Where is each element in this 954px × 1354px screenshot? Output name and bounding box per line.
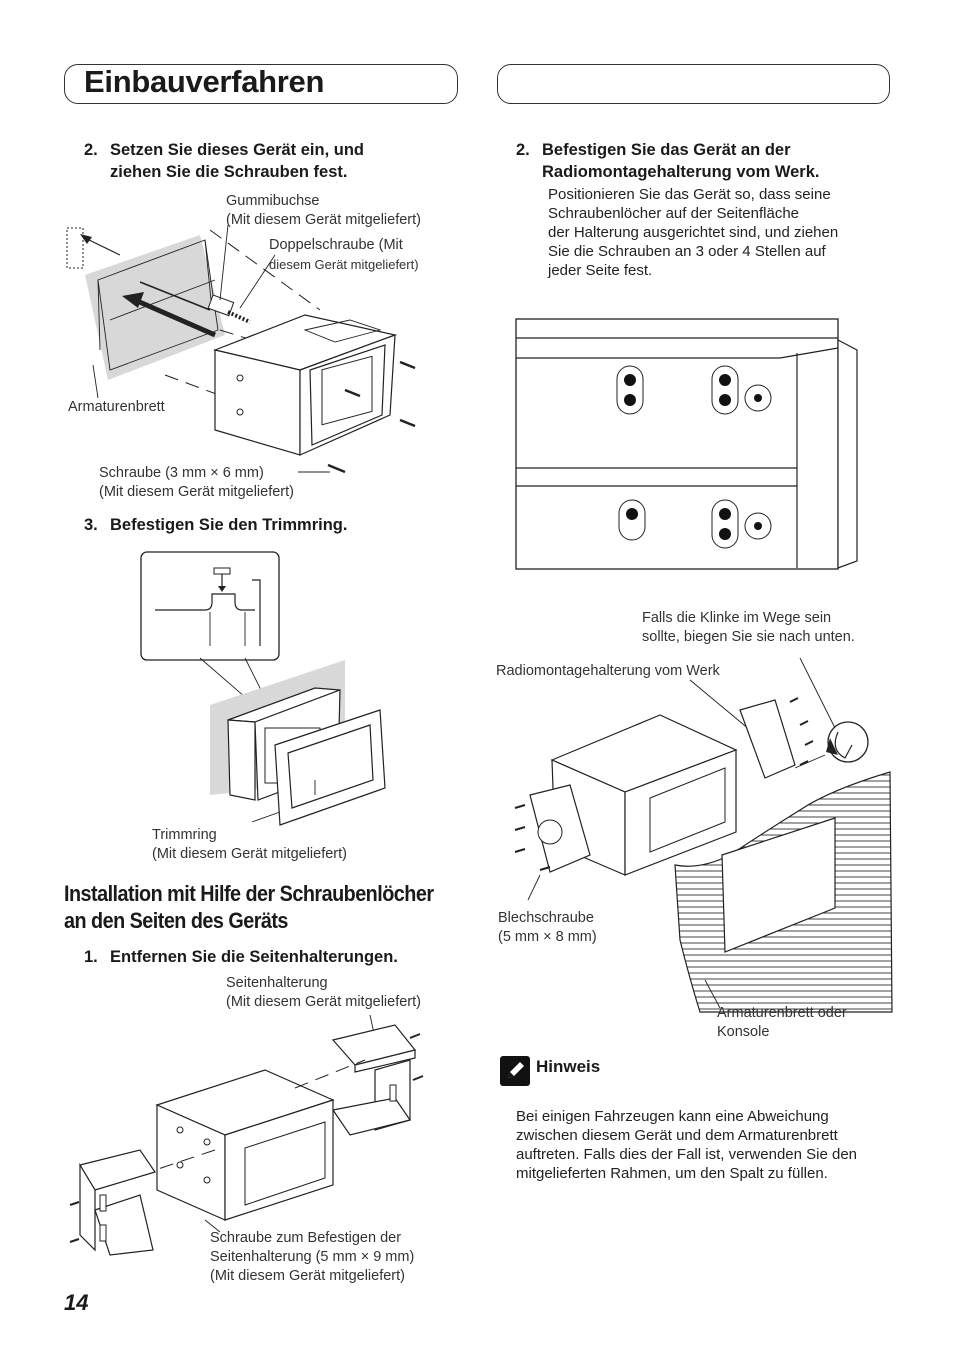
label-line: (Mit diesem Gerät mitgeliefert) (226, 212, 421, 228)
label-klinke: Falls die Klinke im Wege sein sollte, bi… (642, 609, 855, 647)
figure-trim-ring (140, 551, 386, 826)
step-number: 2. (84, 141, 98, 159)
section-heading: Installation mit Hilfe der Schraubenlöch… (64, 880, 451, 934)
label-line: Falls die Klinke im Wege sein (642, 610, 832, 626)
label-line: Konsole (717, 1024, 770, 1040)
label-line: (5 mm × 8 mm) (498, 929, 597, 945)
label-gummibuchse: Gummibuchse (Mit diesem Gerät mitgeliefe… (226, 192, 421, 230)
label-doppelschraube: Doppelschraube (Mit diesem Gerät mitgeli… (269, 236, 419, 274)
label-line: (Mit diesem Gerät mitgeliefert) (210, 1268, 405, 1284)
left-step-1: 1. Entfernen Sie die Seitenhalterungen. (84, 947, 464, 969)
label-line: Gummibuchse (226, 193, 320, 209)
label-armaturenbrett: Armaturenbrett (68, 399, 165, 415)
step-text-line1: Befestigen Sie das Gerät an der (542, 141, 791, 159)
label-schraube: Schraube (3 mm × 6 mm) (Mit diesem Gerät… (99, 464, 294, 502)
label-line: Schraube (3 mm × 6 mm) (99, 465, 264, 481)
step-text-line2: Radiomontagehalterung vom Werk. (542, 163, 820, 181)
label-line: Armaturenbrett oder (717, 1005, 847, 1021)
label-blechschraube: Blechschraube (5 mm × 8 mm) (498, 909, 597, 947)
step-text-line1: Entfernen Sie die Seitenhalterungen. (110, 948, 398, 966)
step-number: 3. (84, 516, 98, 534)
desc-line: Positionieren Sie das Gerät so, dass sei… (548, 186, 831, 203)
figure-factory-bracket (514, 657, 893, 1013)
heading-line: Installation mit Hilfe der Schraubenlöch… (64, 881, 434, 906)
label-line: (Mit diesem Gerät mitgeliefert) (99, 484, 294, 500)
figure-insert-unit (66, 224, 416, 474)
label-seitenhalterung: Seitenhalterung (Mit diesem Gerät mitgel… (226, 974, 421, 1012)
desc-line: der Halterung ausgerichtet sind, und zie… (548, 224, 839, 241)
label-line: Blechschraube (498, 910, 594, 926)
header-empty-box (497, 64, 890, 104)
label-armaturenbrett-konsole: Armaturenbrett oder Konsole (717, 1004, 847, 1042)
label-line: Trimmring (152, 827, 217, 843)
label-line: Seitenhalterung (226, 975, 328, 991)
step-number: 1. (84, 948, 98, 966)
step-number: 2. (516, 141, 530, 159)
right-step-description: Positionieren Sie das Gerät so, dass sei… (548, 185, 888, 280)
note-line: auftreten. Falls dies der Fall ist, verw… (516, 1146, 858, 1163)
note-line: Bei einigen Fahrzeugen kann eine Abweich… (516, 1108, 829, 1125)
label-line: Schraube zum Befestigen der (210, 1230, 402, 1246)
figure-side-brackets (69, 1014, 424, 1256)
page-title: Einbauverfahren (84, 64, 325, 99)
figure-bracket-holes (515, 318, 858, 570)
label-trimmring: Trimmring (Mit diesem Gerät mitgeliefert… (152, 826, 347, 864)
left-step-2: 2. Setzen Sie dieses Gerät ein, und zieh… (84, 140, 464, 184)
desc-line: jeder Seite fest. (548, 262, 653, 279)
step-text-line1: Setzen Sie dieses Gerät ein, und (110, 141, 365, 159)
note-line: zwischen diesem Gerät und dem Armaturenb… (516, 1127, 838, 1144)
right-step-2: 2. Befestigen Sie das Gerät an der Radio… (516, 140, 896, 184)
heading-line: an den Seiten des Geräts (64, 908, 288, 933)
note-title: Hinweis (536, 1057, 601, 1076)
step-text-line1: Befestigen Sie den Trimmring. (110, 516, 348, 534)
label-line: Seitenhalterung (5 mm × 9 mm) (210, 1249, 415, 1265)
label-schraube-seitenhalterung: Schraube zum Befestigen der Seitenhalter… (210, 1229, 414, 1286)
note-line: mitgelieferten Rahmen, um den Spalt zu f… (516, 1165, 828, 1182)
note-pencil-icon (500, 1056, 530, 1086)
label-line: Doppelschraube (Mit (269, 237, 403, 253)
label-line: (Mit diesem Gerät mitgeliefert) (152, 846, 347, 862)
label-line: sollte, biegen Sie sie nach unten. (642, 629, 855, 645)
page-number: 14 (64, 1290, 89, 1315)
header-title-box (64, 64, 458, 104)
note-text: Bei einigen Fahrzeugen kann eine Abweich… (516, 1107, 896, 1183)
left-step-3: 3. Befestigen Sie den Trimmring. (84, 515, 464, 537)
desc-line: Schraubenlöcher auf der Seitenfläche (548, 205, 800, 222)
label-line: diesem Gerät mitgeliefert) (269, 257, 419, 272)
desc-line: Sie die Schrauben an 3 oder 4 Stellen au… (548, 243, 826, 260)
label-line: (Mit diesem Gerät mitgeliefert) (226, 994, 421, 1010)
label-radiomontagehalterung: Radiomontagehalterung vom Werk (496, 663, 720, 679)
step-text-line2: ziehen Sie die Schrauben fest. (110, 163, 348, 181)
